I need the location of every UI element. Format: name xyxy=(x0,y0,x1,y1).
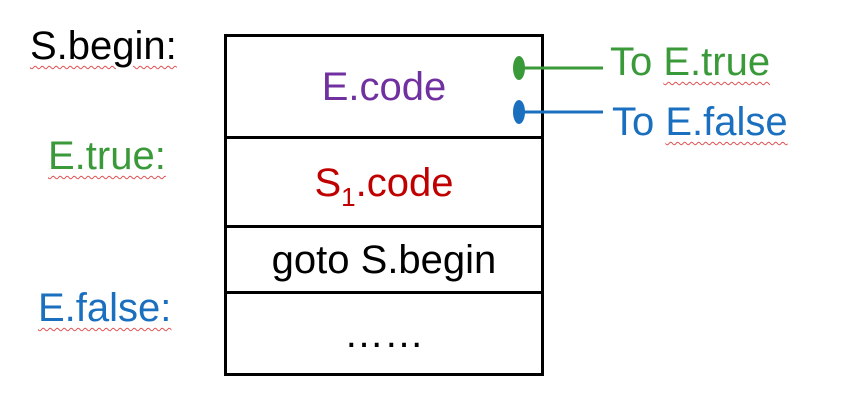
annotation-true-target: E.true xyxy=(663,40,771,84)
label-e-false: E.false: xyxy=(38,288,171,328)
annotation-to-e-false: To E.false xyxy=(612,102,788,142)
block-s1-tail: .code xyxy=(355,161,454,205)
block-ellipsis-text: …… xyxy=(344,312,424,356)
label-s-begin-text: S.begin: xyxy=(30,24,177,68)
block-ellipsis: …… xyxy=(227,294,541,374)
false-jump-dot xyxy=(513,100,525,124)
block-s1-code-text: S1.code xyxy=(314,161,454,210)
true-jump-dot xyxy=(513,56,525,80)
block-e-code: E.code xyxy=(227,37,541,137)
divider xyxy=(227,291,541,294)
label-s-begin: S.begin: xyxy=(30,26,177,66)
annotation-to-e-true: To E.true xyxy=(610,42,770,82)
block-s1-code: S1.code xyxy=(227,139,541,227)
label-e-false-text: E.false: xyxy=(38,286,172,330)
block-s1-subscript: 1 xyxy=(341,182,356,212)
code-layout-stack: E.code S1.code goto S.begin …… xyxy=(224,34,544,376)
block-goto-text: goto S.begin xyxy=(271,238,497,282)
block-e-code-text: E.code xyxy=(321,65,447,109)
divider xyxy=(227,136,541,139)
annotation-false-target: E.false xyxy=(665,100,788,144)
divider xyxy=(227,225,541,228)
annotation-to-prefix: To xyxy=(612,100,666,144)
label-e-true-text: E.true: xyxy=(48,134,166,178)
block-s1-main: S xyxy=(314,161,342,205)
block-goto: goto S.begin xyxy=(227,228,541,292)
annotation-to-prefix: To xyxy=(610,40,664,84)
label-e-true: E.true: xyxy=(48,136,166,176)
